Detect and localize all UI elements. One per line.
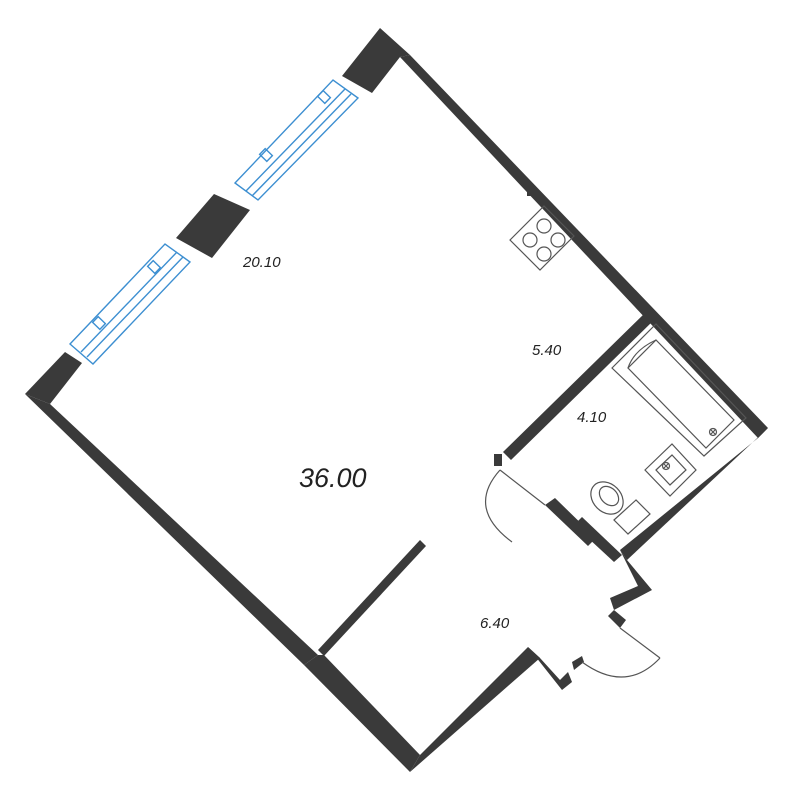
- entry-door-icon: [581, 627, 661, 678]
- wall-hall-partition: [318, 540, 426, 656]
- window-upper: [233, 79, 360, 201]
- bathtub-icon: [611, 323, 747, 457]
- wall-bottom-right: [410, 647, 540, 772]
- bathroom-door-icon: [485, 469, 546, 543]
- wall-bath-partition: [503, 312, 654, 460]
- room-area-kitchen: 5.40: [532, 342, 562, 359]
- stove-icon: [509, 205, 575, 271]
- wall-top-left-pillar: [176, 194, 250, 258]
- wall-right-bath: [620, 428, 768, 560]
- total-area: 36.00: [299, 463, 367, 493]
- exterior-walls: [25, 28, 768, 772]
- window-lower: [68, 243, 192, 365]
- wall-bottom-left: [304, 655, 420, 772]
- sink-icon: [644, 443, 697, 497]
- wall-right-step-2: [608, 610, 626, 628]
- wall-bath-corner: [574, 517, 622, 562]
- wall-top-left-segment-1: [25, 352, 82, 404]
- wall-bath-lower: [545, 498, 596, 546]
- toilet-icon: [590, 481, 651, 535]
- room-area-living: 20.10: [242, 254, 281, 271]
- windows: [68, 79, 360, 365]
- wall-door-stub: [494, 454, 502, 466]
- wall-right-step: [610, 550, 652, 610]
- wall-entry-notch-1: [528, 647, 572, 690]
- wall-entry-notch-2: [572, 656, 584, 670]
- room-area-bathroom: 4.10: [577, 409, 607, 426]
- wall-left: [25, 394, 318, 665]
- wall-top-corner: [342, 28, 410, 93]
- wall-kitchen-mark: [527, 190, 533, 196]
- wall-top-right: [400, 55, 768, 438]
- room-area-hallway: 6.40: [480, 615, 510, 632]
